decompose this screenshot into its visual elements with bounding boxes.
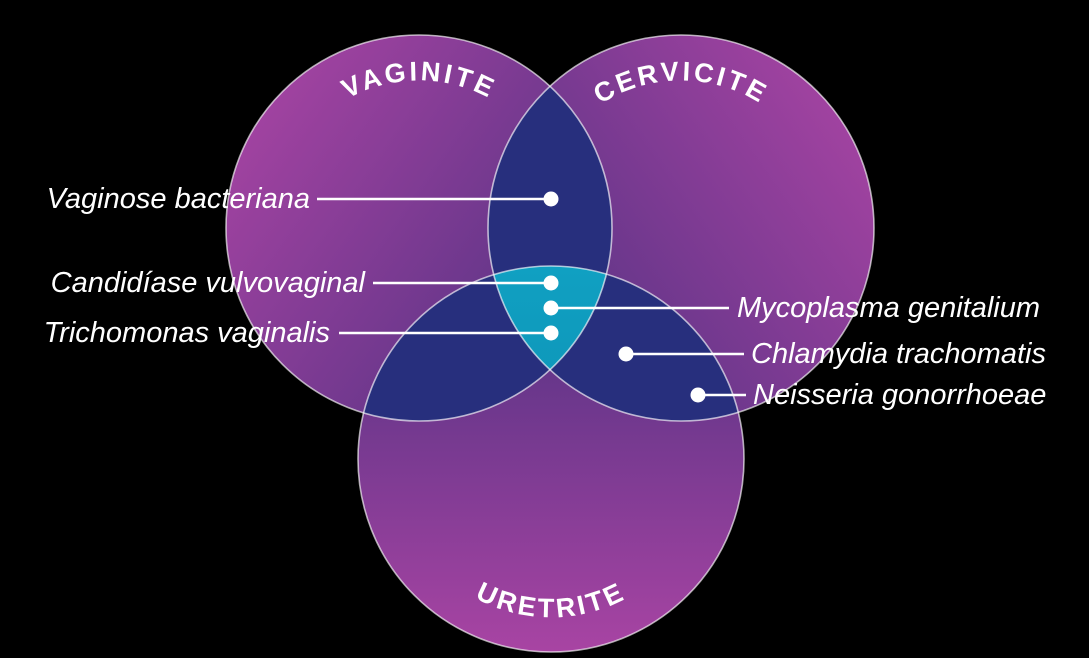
label-trichomonas-vaginalis: Trichomonas vaginalis — [44, 317, 330, 349]
vaginite-outline — [225, 34, 613, 422]
overlap-cervicite-uretrite — [488, 266, 744, 421]
overlap-vaginite-uretrite — [358, 266, 612, 421]
dot-mycoplasma — [543, 300, 559, 316]
label-chlamydia-trachomatis: Chlamydia trachomatis — [751, 338, 1046, 370]
label-neisseria-gonorrhoeae: Neisseria gonorrhoeae — [753, 379, 1046, 411]
dot-candidiase — [543, 275, 559, 291]
dot-trichomonas — [543, 325, 559, 341]
dot-vaginose — [543, 191, 559, 207]
dot-chlamydia — [618, 346, 634, 362]
cervicite-outline — [487, 34, 875, 422]
label-candidiase-vulvovaginal: Candidíase vulvovaginal — [51, 267, 367, 299]
uretrite-outline — [357, 265, 745, 653]
label-vaginose-bacteriana: Vaginose bacteriana — [47, 183, 310, 215]
label-mycoplasma-genitalium: Mycoplasma genitalium — [737, 292, 1040, 324]
dot-neisseria — [690, 387, 706, 403]
